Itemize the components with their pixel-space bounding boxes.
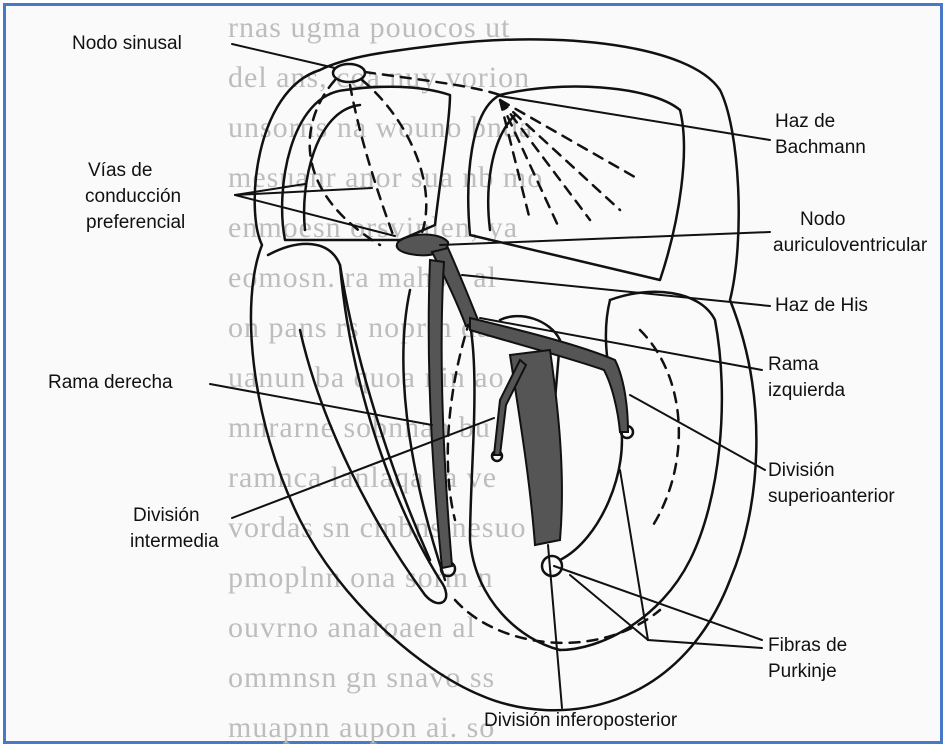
sinus-node	[333, 64, 365, 82]
left-atrium-wall	[468, 87, 684, 280]
leader-vias-3	[235, 195, 395, 236]
left-atrium-inner	[488, 115, 515, 230]
label-nodo-av-line-1: Nodo	[800, 207, 845, 233]
internodal-path-3	[362, 80, 426, 238]
leader-rama-derecha	[210, 384, 432, 425]
label-nodo-av-line-2: auriculoventricular	[773, 233, 927, 259]
label-division-superoanterior-line-1: División	[768, 458, 835, 484]
label-haz-bachmann-line-1: Haz de	[775, 109, 835, 135]
leader-div-superoanterior	[630, 395, 765, 470]
label-nodo-sinusal: Nodo sinusal	[72, 31, 182, 57]
label-fibras-purkinje-line-2: Purkinje	[768, 659, 837, 685]
label-fibras-purkinje-line-1: Fibras de	[768, 633, 847, 659]
right-bundle-branch	[429, 260, 452, 568]
label-haz-bachmann-line-2: Bachmann	[775, 135, 866, 161]
label-rama-izquierda-line-1: Rama	[768, 352, 819, 378]
leader-inferoposterior	[548, 545, 562, 708]
label-division-inferoposterior: División inferoposterior	[484, 708, 677, 734]
leader-division-intermedia	[232, 418, 494, 518]
label-vias-line-3: preferencial	[86, 210, 185, 236]
label-vias-line-1: Vías de	[88, 158, 152, 184]
label-vias-line-2: conducción	[85, 184, 181, 210]
label-rama-derecha: Rama derecha	[48, 370, 173, 396]
label-rama-izquierda-line-2: izquierda	[768, 378, 845, 404]
label-division-intermedia-line-2: intermedia	[130, 529, 219, 555]
right-atrium-wall	[282, 87, 450, 240]
right-ventricle-inner	[340, 265, 430, 560]
label-division-superoanterior-line-2: superioanterior	[768, 484, 895, 510]
purkinje-fibers-dashed	[448, 320, 679, 643]
label-haz-his: Haz de His	[775, 293, 868, 319]
bachmann-rays	[500, 100, 640, 230]
leader-nodo-sinusal	[232, 44, 335, 68]
purkinje-node-2	[542, 556, 562, 576]
label-division-intermedia-line-1: División	[133, 503, 200, 529]
leader-haz-his	[462, 275, 770, 306]
heart-outer-contour	[251, 39, 756, 710]
